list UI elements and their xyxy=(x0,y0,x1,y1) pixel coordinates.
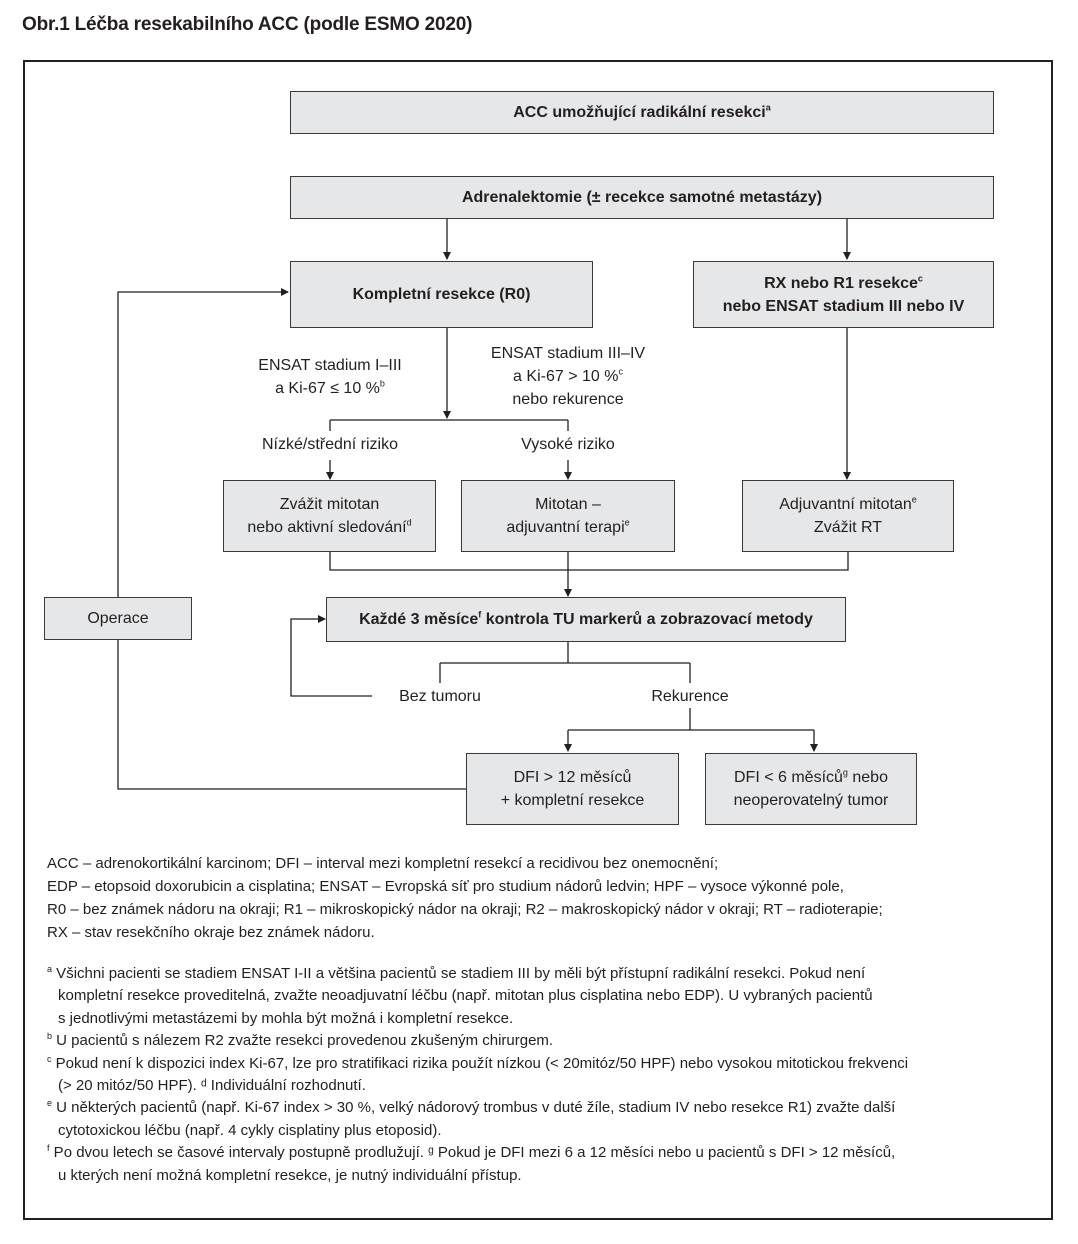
label-ensat-high-line2: a Ki-67 > 10 % xyxy=(513,368,619,385)
footnote-mark: c xyxy=(917,273,923,284)
footnote-text: U pacientů s nálezem R2 zvažte resekci p… xyxy=(52,1032,554,1050)
footnote-text: Všichni pacienti se stadiem ENSAT I-II a… xyxy=(52,965,866,982)
box-mitotane-line1: Mitotan – xyxy=(535,496,601,513)
footnote-line: u kterých není možná kompletní resekce, … xyxy=(47,1165,908,1187)
box-operation-text: Operace xyxy=(87,610,149,627)
label-recurrence: Rekurence xyxy=(651,688,729,705)
box-dfi12-line1: DFI > 12 měsíců xyxy=(513,769,632,786)
loop-no-tumor xyxy=(290,615,372,697)
footnote-text: (> 20 mitóz/50 HPF). ᵈ Individuální rozh… xyxy=(58,1077,366,1095)
footnote-mark: b xyxy=(379,378,385,389)
label-no-tumor: Bez tumoru xyxy=(399,688,481,705)
footnote-mark: e xyxy=(47,1098,53,1109)
footnote-text: s jednotlivými metastázemi by mohla být … xyxy=(58,1009,514,1027)
legend-line: R0 – bez známek nádoru na okraji; R1 – m… xyxy=(47,901,883,918)
footnote-text: U některých pacientů (např. Ki-67 index … xyxy=(52,1099,896,1117)
footnote-text: Pokud není k dispozici index Ki-67, lze … xyxy=(51,1054,909,1072)
footnote-mark: a xyxy=(765,102,771,113)
label-ensat-low-line2: a Ki-67 ≤ 10 % xyxy=(275,380,380,397)
box-rx-r1-resection: RX nebo R1 resekcec nebo ENSAT stadium I… xyxy=(693,261,994,328)
box-dfi12-line2: + kompletní resekce xyxy=(500,792,645,809)
abbreviation-legend: ACC – adrenokortikální karcinom; DFI – i… xyxy=(47,852,883,944)
footnote-mark: g xyxy=(842,767,848,778)
footnote-mark: e xyxy=(624,517,630,528)
box-dfi-under-6: DFI < 6 měsícůg nebo neoperovatelný tumo… xyxy=(705,753,917,825)
footnote-mark: c xyxy=(47,1053,52,1064)
box-acc-text: ACC umožňující radikální resekci xyxy=(513,104,766,121)
box-followup-text-a: Každé 3 měsíce xyxy=(359,611,479,628)
box-rx-line2: nebo ENSAT stadium III nebo IV xyxy=(722,297,965,315)
merge-line xyxy=(329,551,849,571)
legend-line: ACC – adrenokortikální karcinom; DFI – i… xyxy=(47,855,719,872)
loop-dfi12-operace xyxy=(117,640,466,790)
footnote-text: cytotoxickou léčbu (např. 4 cykly cispla… xyxy=(58,1121,442,1139)
box-consider-line2: nebo aktivní sledování xyxy=(247,519,407,536)
figure-frame xyxy=(23,60,1053,1220)
box-adrenalectomy-text: Adrenalektomie (± recekce samotné metast… xyxy=(461,189,823,206)
box-rx-line1: RX nebo R1 resekce xyxy=(764,274,918,292)
footnote-mark: f xyxy=(478,609,482,620)
footnote-line: f Po dvou letech se časové intervaly pos… xyxy=(47,1142,908,1164)
footnote-line: c Pokud není k dispozici index Ki-67, lz… xyxy=(47,1053,908,1075)
figure-title: Obr.1 Léčba resekabilního ACC (podle ESM… xyxy=(22,14,473,35)
box-consider-line1: Zvážit mitotan xyxy=(279,496,380,513)
box-dfi6-line2: neoperovatelný tumor xyxy=(733,792,889,809)
footnote-line: (> 20 mitóz/50 HPF). ᵈ Individuální rozh… xyxy=(47,1075,908,1097)
box-mitotane-line2: adjuvantní terapi xyxy=(506,519,625,536)
box-operation: Operace xyxy=(44,597,192,640)
label-ensat-low-line1: ENSAT stadium I–III xyxy=(258,357,402,374)
box-dfi6-line1: DFI < 6 měsíců xyxy=(734,769,843,786)
footnote-mark: e xyxy=(911,494,917,505)
footnote-mark: f xyxy=(47,1143,50,1154)
label-ensat-low: ENSAT stadium I–III a Ki-67 ≤ 10 %b xyxy=(245,354,415,400)
footnote-text: Po dvou letech se časové intervaly postu… xyxy=(49,1144,896,1162)
box-consider-mitotane: Zvážit mitotan nebo aktivní sledováníd xyxy=(223,480,436,552)
box-adrenalectomy: Adrenalektomie (± recekce samotné metast… xyxy=(290,176,994,219)
box-adjuvant-line2: Zvážit RT xyxy=(813,519,883,536)
footnote-mark: d xyxy=(406,517,412,528)
label-high-risk: Vysoké riziko xyxy=(521,436,615,453)
footnote-text: kompletní resekce proveditelná, zvažte n… xyxy=(58,987,873,1005)
footnote-mark: c xyxy=(618,366,623,377)
box-adjuvant-line1: Adjuvantní mitotan xyxy=(779,496,912,513)
box-mitotane-adjuvant: Mitotan – adjuvantní terapie xyxy=(461,480,675,552)
box-followup-3-months: Každé 3 měsícef kontrola TU markerů a zo… xyxy=(326,597,846,642)
box-complete-resection: Kompletní resekce (R0) xyxy=(290,261,593,328)
label-ensat-high-line1: ENSAT stadium III–IV xyxy=(490,345,646,362)
box-acc-radical-resection: ACC umožňující radikální resekcia xyxy=(290,91,994,134)
footnotes: a Všichni pacienti se stadiem ENSAT I-II… xyxy=(47,963,908,1187)
footnote-line: cytotoxickou léčbu (např. 4 cykly cispla… xyxy=(47,1120,908,1142)
footnote-line: b U pacientů s nálezem R2 zvažte resekci… xyxy=(47,1030,908,1052)
legend-line: RX – stav resekčního okraje bez známek n… xyxy=(47,924,375,941)
footnote-mark: a xyxy=(47,964,53,974)
box-dfi6-line1-b: nebo xyxy=(847,769,888,786)
box-adjuvant-mitotane-rt: Adjuvantní mitotane Zvážit RT xyxy=(742,480,954,552)
box-followup-text-b: kontrola TU markerů a zobrazovací metody xyxy=(481,611,813,628)
box-dfi-over-12: DFI > 12 měsíců + kompletní resekce xyxy=(466,753,679,825)
label-ensat-high: ENSAT stadium III–IV a Ki-67 > 10 %c neb… xyxy=(478,342,658,411)
footnote-mark: b xyxy=(47,1031,53,1042)
footnote-line: a Všichni pacienti se stadiem ENSAT I-II… xyxy=(47,963,908,985)
footnote-line: e U některých pacientů (např. Ki-67 inde… xyxy=(47,1097,908,1119)
footnote-line: s jednotlivými metastázemi by mohla být … xyxy=(47,1008,908,1030)
label-ensat-high-line3: nebo rekurence xyxy=(512,391,624,408)
footnote-text: u kterých není možná kompletní resekce, … xyxy=(58,1166,522,1184)
box-complete-resection-text: Kompletní resekce (R0) xyxy=(352,286,531,303)
label-low-risk: Nízké/střední riziko xyxy=(261,436,399,453)
legend-line: EDP – etopsoid doxorubicin a cisplatina;… xyxy=(47,878,844,895)
loop-operace-to-r0 xyxy=(117,288,289,598)
footnote-line: kompletní resekce proveditelná, zvažte n… xyxy=(47,985,908,1007)
